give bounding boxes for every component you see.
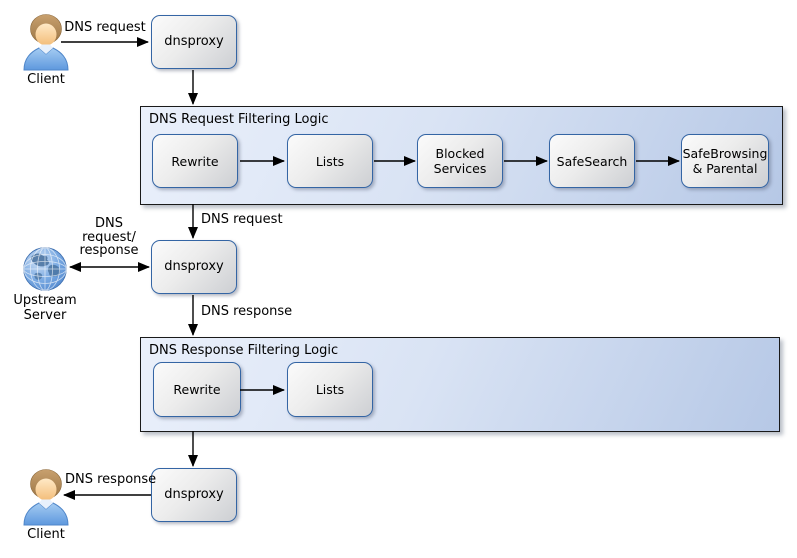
- upstream-server-actor: Upstream Server: [13, 246, 77, 324]
- edge-label-dns-request-top: DNS request: [64, 20, 146, 35]
- response-filtering-container: DNS Response Filtering Logic: [140, 337, 780, 432]
- filter-step-safesearch: SafeSearch: [549, 134, 635, 188]
- upstream-label-line1: Upstream: [13, 293, 77, 308]
- client-bottom-label: Client: [27, 527, 65, 542]
- filter-step-rewrite-request: Rewrite: [152, 134, 238, 188]
- client-top-label: Client: [27, 72, 65, 87]
- filter-step-lists-response: Lists: [287, 362, 373, 417]
- filter-step-label: Lists: [315, 153, 345, 169]
- client-top-actor: Client: [14, 13, 78, 87]
- dnsproxy-node-bottom-label: dnsproxy: [164, 487, 224, 503]
- filter-step-blocked-services: Blocked Services: [417, 134, 503, 188]
- filter-step-safebrowsing-parental: SafeBrowsing & Parental: [681, 134, 769, 188]
- filter-step-label: SafeSearch: [556, 153, 628, 169]
- dnsproxy-node-middle-label: dnsproxy: [164, 259, 224, 275]
- upstream-exchange-line1: DNS: [95, 216, 123, 231]
- upstream-label-line2: Server: [23, 308, 67, 324]
- edge-label-dns-response-bottom: DNS response: [65, 472, 157, 487]
- client-bottom-actor: Client: [14, 468, 78, 542]
- response-filtering-title: DNS Response Filtering Logic: [149, 343, 339, 358]
- person-icon: [23, 469, 69, 526]
- filter-step-lists-request: Lists: [287, 134, 373, 188]
- filter-step-label: Rewrite: [171, 153, 219, 169]
- filter-step-label: Rewrite: [173, 382, 221, 397]
- edge-label-dns-response-middle: DNS response: [201, 304, 293, 319]
- dnsproxy-node-top-label: dnsproxy: [164, 34, 224, 50]
- dnsproxy-node-top: dnsproxy: [151, 15, 237, 69]
- edge-label-upstream-exchange: DNS request/ response: [76, 217, 142, 258]
- upstream-exchange-line3: response: [79, 243, 139, 258]
- globe-icon: [23, 247, 67, 291]
- person-icon: [23, 14, 69, 71]
- filter-step-label: Blocked Services: [433, 146, 487, 176]
- request-filtering-title: DNS Request Filtering Logic: [149, 112, 329, 127]
- dnsproxy-node-middle: dnsproxy: [151, 240, 237, 294]
- upstream-exchange-line2: request/: [82, 229, 136, 245]
- filter-step-label: Lists: [315, 382, 345, 397]
- dnsproxy-node-bottom: dnsproxy: [151, 468, 237, 522]
- edge-label-dns-request-middle: DNS request: [201, 212, 283, 227]
- filter-step-label: SafeBrowsing & Parental: [682, 146, 768, 176]
- filter-step-rewrite-response: Rewrite: [153, 362, 241, 417]
- upstream-server-label: Upstream Server: [13, 293, 76, 324]
